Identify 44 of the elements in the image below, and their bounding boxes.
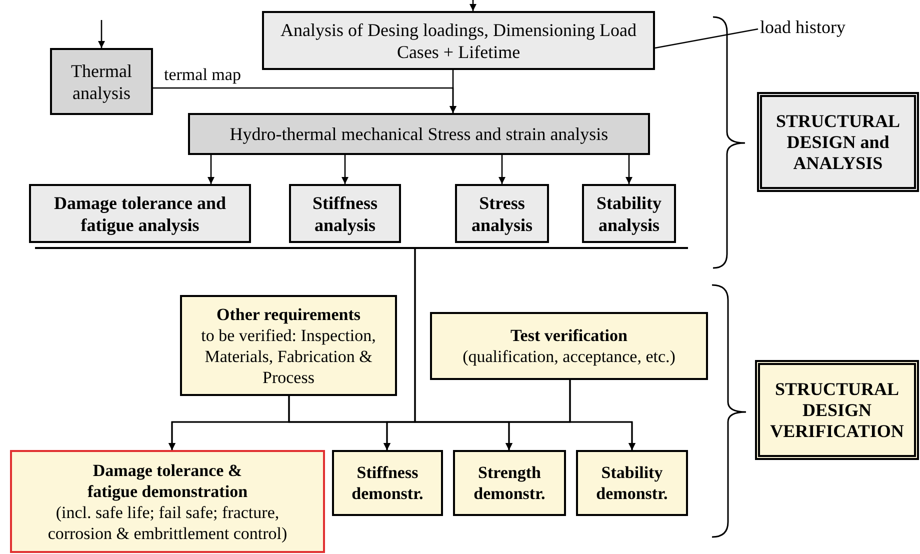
box-heading: Other requirements <box>216 304 360 324</box>
arrow <box>569 380 636 450</box>
box-text: (qualification, acceptance, etc.) <box>462 346 676 367</box>
process-box <box>10 450 325 553</box>
arrow <box>470 0 476 11</box>
box-heading: Damage tolerance & fatigue demonstration <box>86 460 249 502</box>
process-box <box>332 450 443 516</box>
box-text: load history <box>760 16 846 38</box>
arrow <box>498 155 506 184</box>
arrow <box>98 20 105 48</box>
arrow <box>208 155 214 184</box>
process-box <box>289 184 401 243</box>
box-text: Thermal analysis <box>70 60 133 104</box>
process-box <box>50 48 153 115</box>
box-text: Hydro-thermal mechanical Stress and strain analysis <box>230 123 608 145</box>
box-text: Stability analysis <box>595 192 662 236</box>
process-box <box>180 295 397 396</box>
process-box <box>582 184 676 243</box>
process-box <box>576 450 688 516</box>
process-box <box>188 113 650 155</box>
box-text: Strength demonstr. <box>472 462 546 504</box>
edge-label: termal map <box>162 65 243 85</box>
process-box <box>455 184 549 243</box>
arrow <box>626 155 632 184</box>
box-text: STRUCTURAL DESIGN VERIFICATION <box>769 378 905 442</box>
box-text: Stability demonstr. <box>595 462 669 504</box>
box-text: Damage tolerance and fatigue analysis <box>53 192 227 236</box>
box-text: Stiffness analysis <box>311 192 378 236</box>
process-box <box>29 184 251 243</box>
box-text: Stiffness demonstr. <box>350 462 424 504</box>
process-box <box>262 11 655 70</box>
arrow <box>450 70 456 113</box>
section-box <box>755 360 919 460</box>
box-text: Stress analysis <box>470 192 534 236</box>
process-box <box>453 450 566 516</box>
box-text: (incl. safe life; fail safe; fracture, corrosion & embrittlement control) <box>46 502 288 544</box>
process-box <box>430 312 708 380</box>
bus-line <box>35 247 688 249</box>
box-text: Analysis of Desing loadings, Dimensioning Load Cases + Lifetime <box>280 18 638 62</box>
box-text: STRUCTURAL DESIGN and ANALYSIS <box>774 110 902 174</box>
box-heading: Test verification <box>510 325 628 346</box>
arrow <box>342 155 348 184</box>
section-box <box>757 92 919 192</box>
box-text: to be verified: Inspection, Materials, Fabrication & Process <box>200 324 377 388</box>
